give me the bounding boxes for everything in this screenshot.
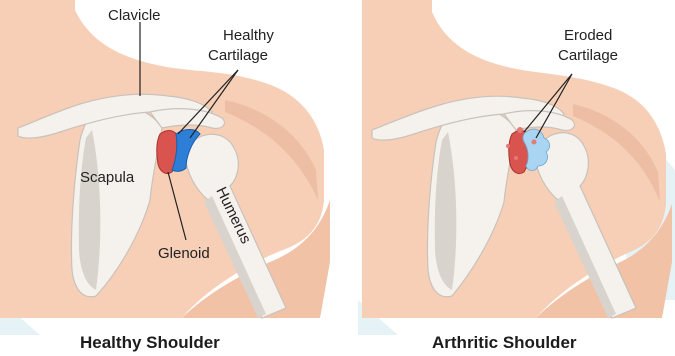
arthritic-shoulder-panel: Eroded Cartilage Arthritic Shoulder bbox=[358, 0, 675, 356]
eroded-cartilage-spot bbox=[514, 156, 518, 160]
clavicle-label: Clavicle bbox=[108, 7, 161, 24]
arthritic-shoulder-caption: Arthritic Shoulder bbox=[432, 333, 577, 353]
eroded-cartilage-spot bbox=[532, 140, 537, 145]
scapula-label: Scapula bbox=[80, 169, 135, 186]
healthy-shoulder-panel: Clavicle Healthy Cartilage Scapula Gleno… bbox=[0, 0, 330, 356]
eroded-cartilage-spot bbox=[506, 144, 510, 148]
arthritic-shoulder-illustration: Eroded Cartilage bbox=[358, 0, 675, 356]
cartilage-label-line2: Cartilage bbox=[208, 47, 268, 64]
eroded-cartilage-spot bbox=[517, 127, 523, 133]
glenoid-label: Glenoid bbox=[158, 245, 210, 262]
healthy-shoulder-illustration: Clavicle Healthy Cartilage Scapula Gleno… bbox=[0, 0, 330, 356]
cartilage-label-line1: Eroded bbox=[564, 27, 612, 44]
cartilage-label-line2: Cartilage bbox=[558, 47, 618, 64]
cartilage-label-line1: Healthy bbox=[223, 27, 274, 44]
healthy-shoulder-caption: Healthy Shoulder bbox=[80, 333, 220, 353]
